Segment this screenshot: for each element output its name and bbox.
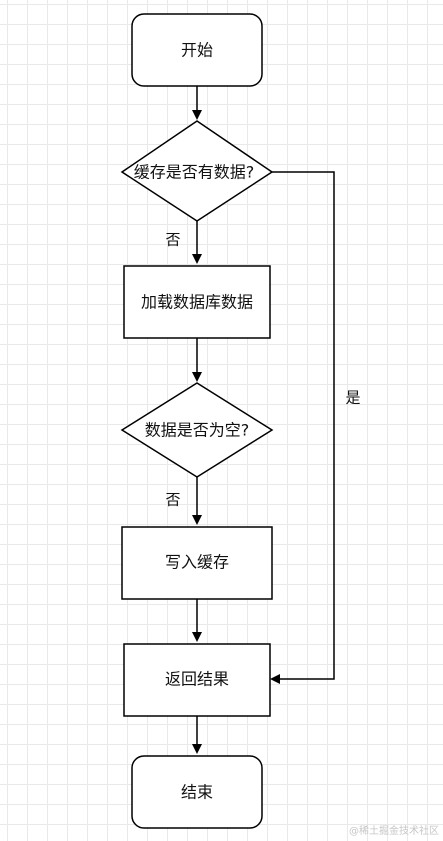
data-empty-decision — [120, 382, 274, 478]
start-node-label: 开始 — [181, 41, 213, 60]
load-db-label: 加载数据库数据 — [141, 293, 253, 312]
load-db-node — [123, 265, 271, 339]
edge-cache-check-yes-to-return-result — [270, 171, 335, 684]
edge-label-empty-no: 否 — [165, 491, 180, 509]
write-cache-label: 写入缓存 — [165, 553, 229, 572]
write-cache-node — [121, 526, 273, 600]
return-result-node — [123, 643, 271, 717]
cache-check-decision — [120, 120, 274, 222]
edge-label-cache-yes: 是 — [345, 389, 360, 407]
end-node-label: 结束 — [181, 783, 213, 802]
edge-label-cache-no: 否 — [165, 231, 180, 249]
watermark: @稀土掘金技术社区 — [349, 824, 439, 837]
return-result-label: 返回结果 — [165, 670, 229, 689]
end-node — [131, 755, 263, 829]
data-empty-label: 数据是否为空? — [145, 421, 250, 440]
start-node — [131, 13, 263, 87]
cache-check-label: 缓存是否有数据? — [134, 163, 255, 182]
